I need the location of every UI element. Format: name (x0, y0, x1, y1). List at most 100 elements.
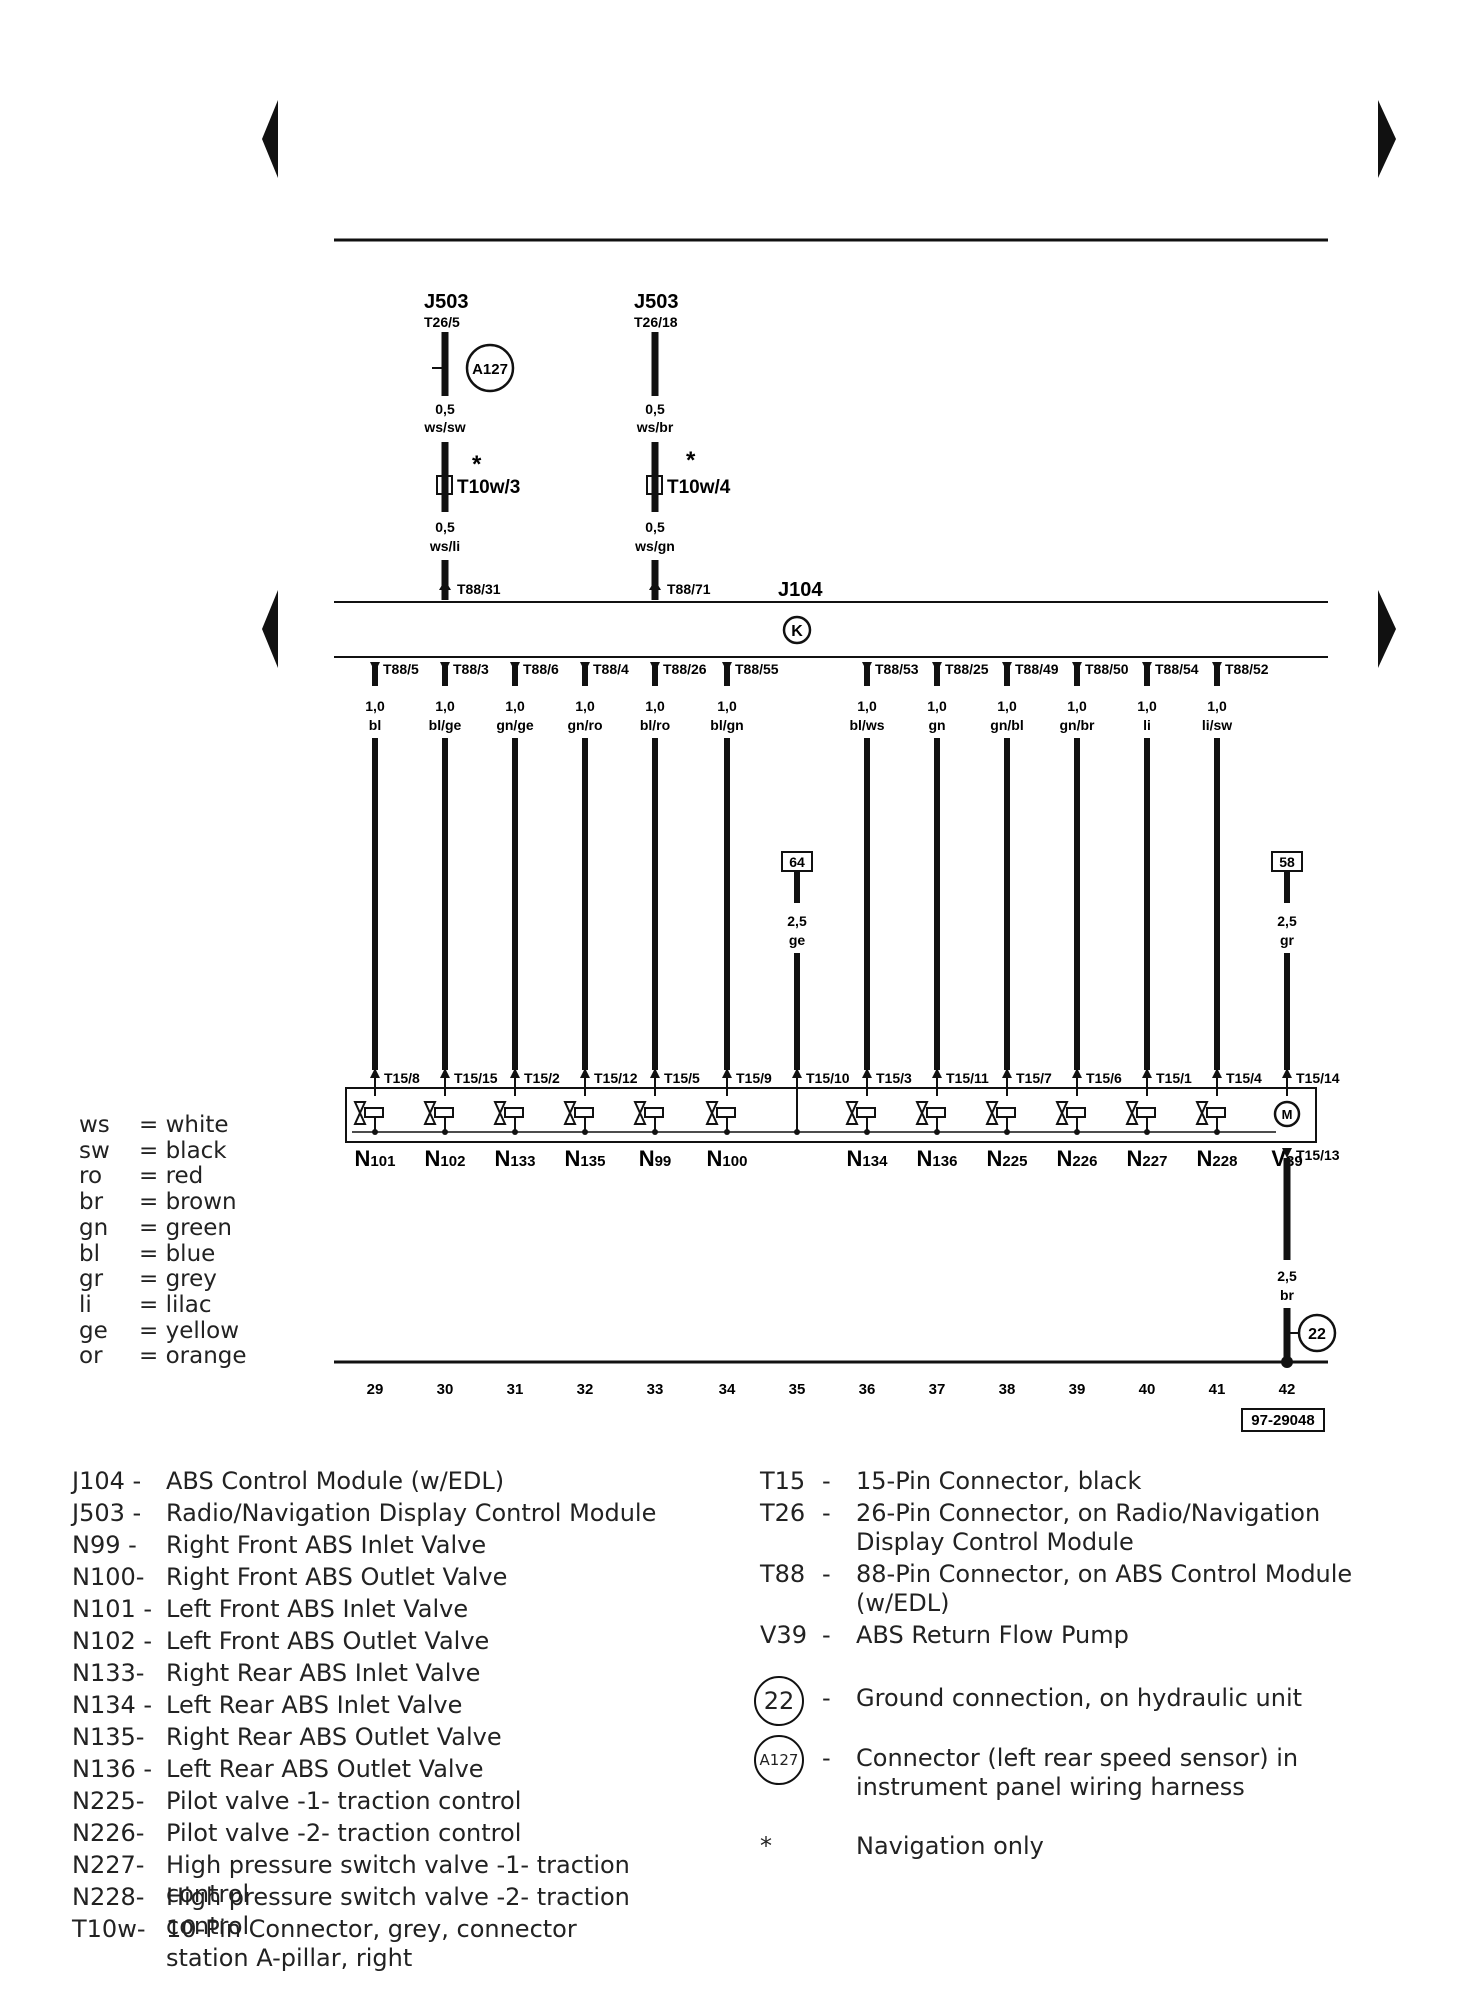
track-number: 37 (929, 1381, 946, 1398)
wire-color-b-top: ws/br (636, 419, 674, 435)
legend-row: N102 -Left Front ABS Outlet Valve (72, 1627, 692, 1657)
junction-dot (1074, 1129, 1080, 1135)
legend-description: Right Rear ABS Inlet Valve (166, 1659, 481, 1687)
legend-description: Radio/Navigation Display Control Module (166, 1499, 657, 1527)
junction-dot (724, 1129, 730, 1135)
legend-row: T88-88-Pin Connector, on ABS Control Mod… (760, 1560, 1400, 1620)
valve-icon (1125, 1101, 1139, 1125)
component-pin-arrow-icon (650, 1068, 660, 1078)
component-pin-label: T15/15 (454, 1070, 498, 1086)
wire-size-b-bottom: 0,5 (645, 519, 665, 535)
module-pin-label: T88/4 (593, 661, 629, 677)
valve-icon (423, 1101, 437, 1125)
j503-label-b: J503 (634, 291, 679, 313)
component-pin-arrow-icon (580, 1068, 590, 1078)
legend-row: N100-Right Front ABS Outlet Valve (72, 1563, 692, 1593)
figure-code: 97-29048 (1251, 1412, 1314, 1429)
legend-description: Navigation only (856, 1832, 1044, 1860)
component-pin-arrow-icon (722, 1068, 732, 1078)
legend-code: N100- (72, 1563, 145, 1591)
track-number: 31 (507, 1381, 524, 1398)
legend-description: 10-Pin Connector, grey, connector statio… (166, 1915, 577, 1972)
legend-row: *Navigation only (760, 1832, 1400, 1892)
color-key-row: br= brown (79, 1188, 237, 1217)
junction-dot (652, 1129, 658, 1135)
component-pin-arrow-icon (862, 1068, 872, 1078)
component-label: N99 (639, 1146, 672, 1171)
previous-section-arrow-icon[interactable] (262, 590, 278, 668)
junction-dot (864, 1129, 870, 1135)
marker-asterisk-b: * (686, 447, 696, 474)
wire-color: gn/ro (568, 717, 603, 733)
wire-size: 1,0 (997, 698, 1017, 714)
legend-code: T15 (760, 1467, 806, 1495)
legend-code: J503 - (72, 1499, 142, 1527)
previous-page-arrow-icon[interactable] (262, 100, 278, 178)
ground-junction-dot (1281, 1356, 1293, 1368)
component-pin-arrow-icon (440, 1068, 450, 1078)
legend-dash: - (822, 1499, 831, 1527)
color-code: gr (79, 1266, 104, 1293)
component-pin-arrow-icon (1212, 1068, 1222, 1078)
legend-row: A127-Connector (left rear speed sensor) … (754, 1735, 1400, 1804)
legend-row: N99 -Right Front ABS Inlet Valve (72, 1531, 692, 1561)
valve-coil-icon (1136, 1107, 1156, 1118)
component-label: N100 (707, 1146, 748, 1171)
legend-description: ABS Return Flow Pump (856, 1621, 1129, 1649)
legend-description: Left Rear ABS Outlet Valve (166, 1755, 484, 1783)
legend-description: Left Front ABS Inlet Valve (166, 1595, 469, 1623)
ground-wire-color: br (1280, 1287, 1295, 1303)
module-pin-label: T88/53 (875, 661, 919, 677)
legend-code: N227- (72, 1851, 145, 1879)
component-label: N228 (1197, 1146, 1238, 1171)
component-pin-arrow-icon (932, 1068, 942, 1078)
legend-row: N227-High pressure switch valve -1- trac… (72, 1851, 692, 1908)
ground-wire-size: 2,5 (1277, 1268, 1297, 1284)
valve-coil-icon (716, 1107, 736, 1118)
pump-motor-letter: M (1282, 1107, 1293, 1122)
component-label: N225 (987, 1146, 1028, 1171)
color-code: li (79, 1291, 92, 1318)
wire-size: 1,0 (365, 698, 385, 714)
wire-color: gn/br (1060, 717, 1096, 733)
control-module-k-icon: K (782, 615, 812, 645)
next-section-arrow-icon[interactable] (1378, 590, 1396, 668)
junction-dot (934, 1129, 940, 1135)
track-number: 38 (999, 1381, 1016, 1398)
color-name: = blue (139, 1240, 216, 1267)
legend-row: J104 -ABS Control Module (w/EDL) (72, 1467, 692, 1497)
component-pin-label: T15/1 (1156, 1070, 1192, 1086)
legend-code: N102 - (72, 1627, 153, 1655)
component-label: N135 (565, 1146, 606, 1171)
legend-dash: - (822, 1560, 831, 1588)
valve-icon (705, 1101, 719, 1125)
color-key-row: ge= yellow (79, 1317, 239, 1346)
valve-coil-icon (504, 1107, 524, 1118)
track-number: 34 (719, 1381, 736, 1398)
component-pin-arrow-icon (510, 1068, 520, 1078)
legend-description: Pilot valve -1- traction control (166, 1787, 522, 1815)
junction-dot (372, 1129, 378, 1135)
wire-color: bl/ws (849, 717, 884, 733)
wire-size: 1,0 (717, 698, 737, 714)
track-number: 36 (859, 1381, 876, 1398)
module-pin-label: T88/54 (1155, 661, 1199, 677)
a127-badge: A127 (465, 343, 515, 393)
color-name: = green (139, 1214, 233, 1241)
ground-badge-label: 22 (1308, 1326, 1326, 1343)
valve-coil-icon (574, 1107, 594, 1118)
valve-coil-icon (1206, 1107, 1226, 1118)
legend-description: 26-Pin Connector, on Radio/Navigation Di… (856, 1499, 1321, 1556)
color-name: = yellow (139, 1317, 240, 1344)
junction-dot (512, 1129, 518, 1135)
next-page-arrow-icon[interactable] (1378, 100, 1396, 178)
component-pin-label: T15/7 (1016, 1070, 1052, 1086)
legend-code: T26 (760, 1499, 806, 1527)
t88-71-label: T88/71 (667, 581, 711, 597)
t88-31-label: T88/31 (457, 581, 501, 597)
junction-dot (1144, 1129, 1150, 1135)
color-name: = lilac (139, 1291, 212, 1318)
wire-color-a-top: ws/sw (423, 419, 465, 435)
legend-dash: - (822, 1621, 831, 1649)
component-pin-label: T15/10 (806, 1070, 850, 1086)
